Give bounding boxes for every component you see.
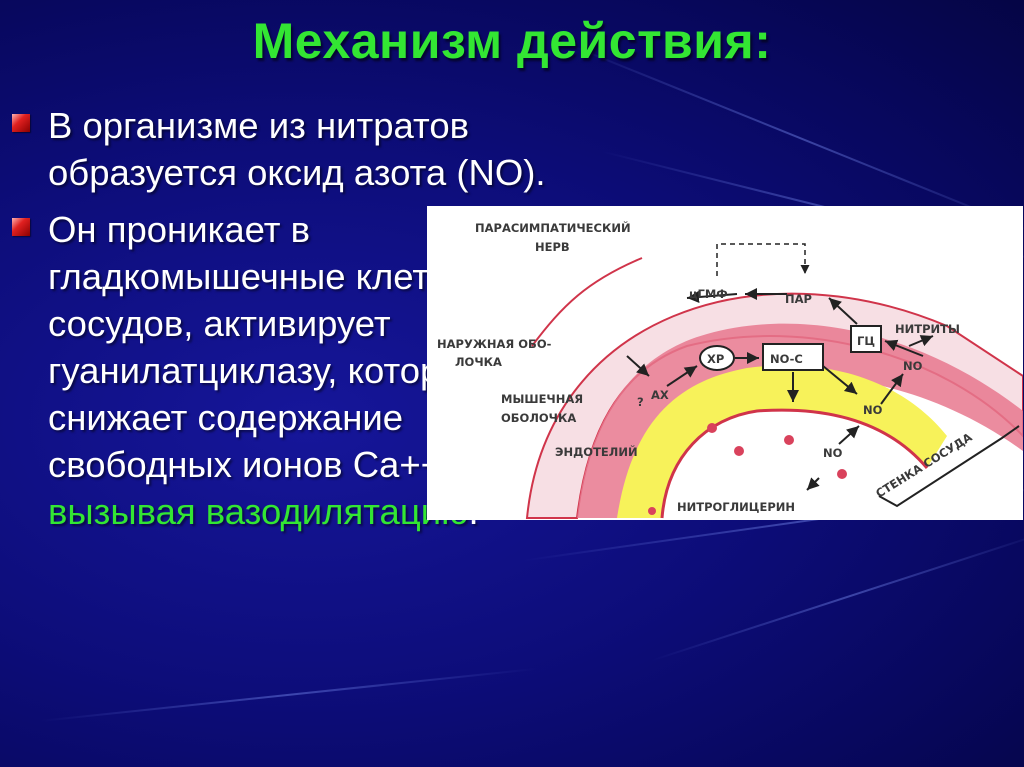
label-question: ?: [637, 395, 644, 409]
arrow: [880, 373, 904, 405]
label-endothelium: ЭНДОТЕЛИЙ: [555, 444, 638, 459]
label-ax: АХ: [651, 388, 669, 402]
nos-box: [762, 343, 824, 371]
arrow: [884, 339, 924, 357]
bullet-item: В организме из нитратов образуется оксид…: [10, 102, 570, 196]
background-streak: [40, 667, 538, 722]
bullet-item: Он проникает в гладкомышечные клетки сос…: [10, 206, 570, 535]
xr-node: [699, 345, 735, 371]
blood-cell: [837, 469, 847, 479]
wall-bracket: [878, 425, 1020, 508]
label-muscle-membrane: ОБОЛОЧКА: [501, 411, 576, 425]
arrow: [908, 335, 934, 347]
bullet-highlight: вызывая вазодилятацию: [48, 491, 469, 532]
label-no: NO: [823, 446, 843, 460]
label-outer-membrane: ЛОЧКА: [455, 355, 502, 369]
blood-cell: [734, 446, 744, 456]
smooth-muscle-band: [617, 365, 947, 518]
label-outer-membrane: НАРУЖНАЯ ОБО-: [437, 337, 552, 351]
bullet-marker-icon: [12, 114, 30, 132]
label-nitroglycerin: НИТРОГЛИЦЕРИН: [677, 500, 795, 514]
blood-cell: [784, 435, 794, 445]
bullet-list: В организме из нитратов образуется оксид…: [10, 102, 570, 535]
label-nitrites: НИТРИТЫ: [895, 322, 960, 336]
label-parasympathetic-nerve: ПАРАСИМПАТИЧЕСКИЙ: [475, 220, 631, 235]
arrow: [686, 291, 738, 304]
label-cgmp: цГМФ: [689, 287, 728, 301]
slide-title: Механизм действия:: [252, 13, 772, 69]
background-streak: [650, 530, 1024, 662]
dashed-feedback-arrow: [716, 243, 810, 276]
blood-cell: [707, 423, 717, 433]
label-gc: ГЦ: [857, 334, 875, 348]
arrow: [626, 355, 650, 377]
arrow: [666, 365, 698, 387]
label-no: NO: [863, 403, 883, 417]
label-nos: NO-С: [770, 352, 803, 366]
vessel-wall-diagram-svg: ПАРАСИМПАТИЧЕСКИЙ НЕРВ НАРУЖНАЯ ОБО- ЛОЧ…: [437, 220, 1023, 519]
endothelium-line: [660, 408, 929, 519]
bullet-text: Он проникает в гладкомышечные клетки сос…: [48, 209, 481, 485]
arrow: [838, 425, 860, 445]
bullet-text: В организме из нитратов образуется оксид…: [48, 105, 546, 193]
arrow: [822, 365, 858, 395]
bullet-marker-icon: [12, 218, 30, 236]
blood-cell: [648, 507, 656, 515]
nerve-line: [531, 257, 643, 347]
label-muscle-membrane: МЫШЕЧНАЯ: [501, 392, 583, 406]
label-parasympathetic-nerve: НЕРВ: [535, 240, 570, 254]
gc-box: [850, 325, 882, 353]
arrow: [828, 297, 858, 325]
arrow: [806, 477, 820, 491]
label-pkg: ПАР: [785, 292, 812, 306]
label-xr: ХР: [707, 352, 724, 366]
vessel-wall-diagram: ПАРАСИМПАТИЧЕСКИЙ НЕРВ НАРУЖНАЯ ОБО- ЛОЧ…: [427, 206, 1023, 520]
label-no: NO: [903, 359, 923, 373]
